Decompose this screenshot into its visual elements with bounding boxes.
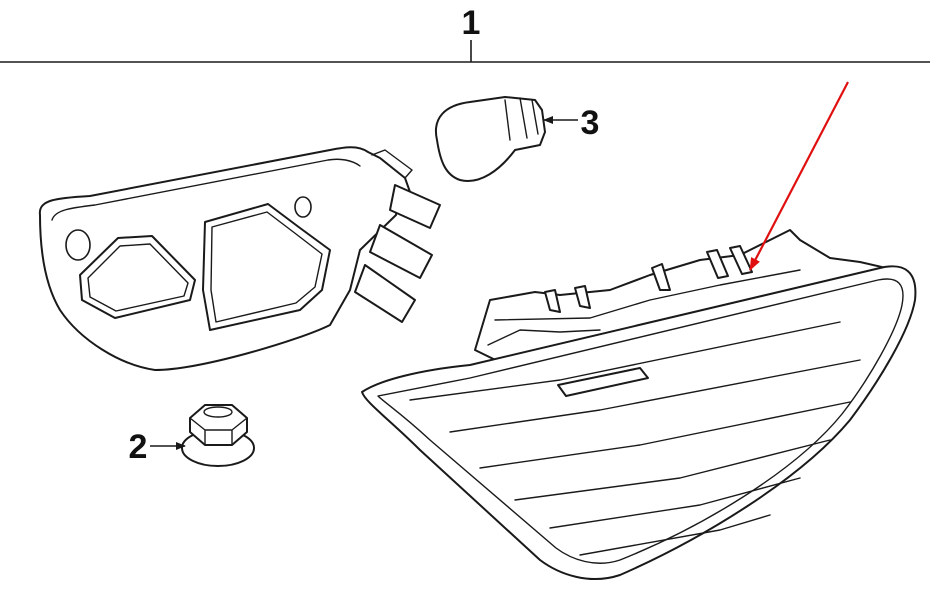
mounting-hole-left	[65, 229, 91, 261]
callout-3-label: 3	[581, 104, 600, 142]
tail-lamp-housing	[361, 229, 917, 581]
callout-2-label: 2	[129, 428, 148, 466]
hex-nut: 2	[129, 404, 255, 467]
callout-1-label: 1	[462, 4, 481, 42]
highlight-arrow	[749, 81, 849, 271]
mounting-hole-right	[294, 196, 312, 218]
socket-plate	[38, 146, 441, 371]
bulb: 3	[434, 96, 600, 182]
callout-1-group: 1	[0, 4, 930, 63]
